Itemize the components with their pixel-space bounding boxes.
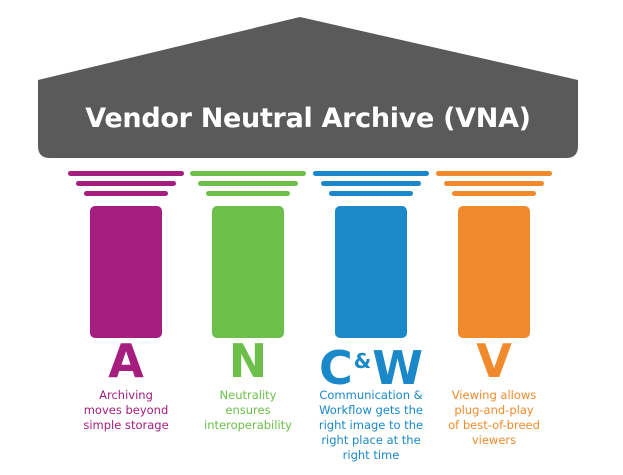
pillar-a-description-line: moves beyond bbox=[83, 403, 169, 417]
pillar-n bbox=[190, 171, 306, 338]
pillar-v-description-line: of best-of-breed bbox=[448, 418, 540, 432]
pillar-n-capital-middle bbox=[198, 181, 298, 186]
pillar-n-description-line: Neutrality bbox=[219, 388, 277, 402]
pillar-a-capital-top bbox=[68, 171, 184, 176]
pillar-n-description-line: ensures bbox=[225, 403, 271, 417]
pillar-v-description: Viewing allows plug-and-play of best-of-… bbox=[429, 388, 559, 448]
roof-shape bbox=[38, 17, 578, 158]
pillar-cw-description-line: Workflow gets the bbox=[319, 403, 423, 417]
pillar-cw-description-line: Communication & bbox=[319, 388, 423, 402]
pillar-a bbox=[68, 171, 184, 338]
pillar-a-shaft bbox=[90, 206, 162, 338]
pillar-a-description-line: simple storage bbox=[83, 418, 169, 432]
pillar-cw-capital-middle bbox=[321, 181, 421, 186]
pillar-n-description-line: interoperability bbox=[204, 418, 292, 432]
pillar-cw-letter-w: W bbox=[372, 341, 423, 395]
diagram-title: Vendor Neutral Archive (VNA) bbox=[85, 102, 531, 134]
pillar-v bbox=[436, 171, 552, 338]
pillar-a-capital-bottom bbox=[84, 191, 168, 196]
pillar-n-capital-top bbox=[190, 171, 306, 176]
pillar-cw-description: Communication & Workflow gets the right … bbox=[306, 388, 436, 463]
pillar-cw-description-line: right time bbox=[342, 448, 400, 462]
pillar-cw bbox=[313, 171, 429, 338]
pillar-n-letter: N bbox=[228, 334, 268, 388]
pillar-a-description-line: Archiving bbox=[99, 388, 153, 402]
pillar-v-capital-bottom bbox=[452, 191, 536, 196]
pillar-cw-letter-c: C bbox=[319, 341, 353, 395]
pillar-n-shaft bbox=[212, 206, 284, 338]
pillar-cw-capital-top bbox=[313, 171, 429, 176]
pillar-n-capital-bottom bbox=[206, 191, 290, 196]
pillar-v-letter: V bbox=[476, 334, 512, 388]
pillar-a-letter: A bbox=[108, 334, 144, 388]
pillar-cw-letter: C&W bbox=[306, 336, 436, 393]
pillar-a-capital-middle bbox=[76, 181, 176, 186]
pillar-v-capital-top bbox=[436, 171, 552, 176]
pillar-cw-shaft bbox=[335, 206, 407, 338]
pillar-v-description-line: Viewing allows bbox=[451, 388, 537, 402]
pillar-cw-letter-ampersand: & bbox=[353, 349, 372, 373]
pillar-v-shaft bbox=[458, 206, 530, 338]
pillar-n-description: Neutrality ensures interoperability bbox=[183, 388, 313, 433]
pillar-v-capital-middle bbox=[444, 181, 544, 186]
pillar-v-description-line: plug-and-play bbox=[454, 403, 534, 417]
pillar-cw-description-line: right image to the bbox=[318, 418, 424, 432]
pillar-cw-description-line: right place at the bbox=[321, 433, 421, 447]
pillar-a-description: Archiving moves beyond simple storage bbox=[61, 388, 191, 433]
pillar-cw-capital-bottom bbox=[329, 191, 413, 196]
pillar-v-description-line: viewers bbox=[471, 433, 517, 447]
